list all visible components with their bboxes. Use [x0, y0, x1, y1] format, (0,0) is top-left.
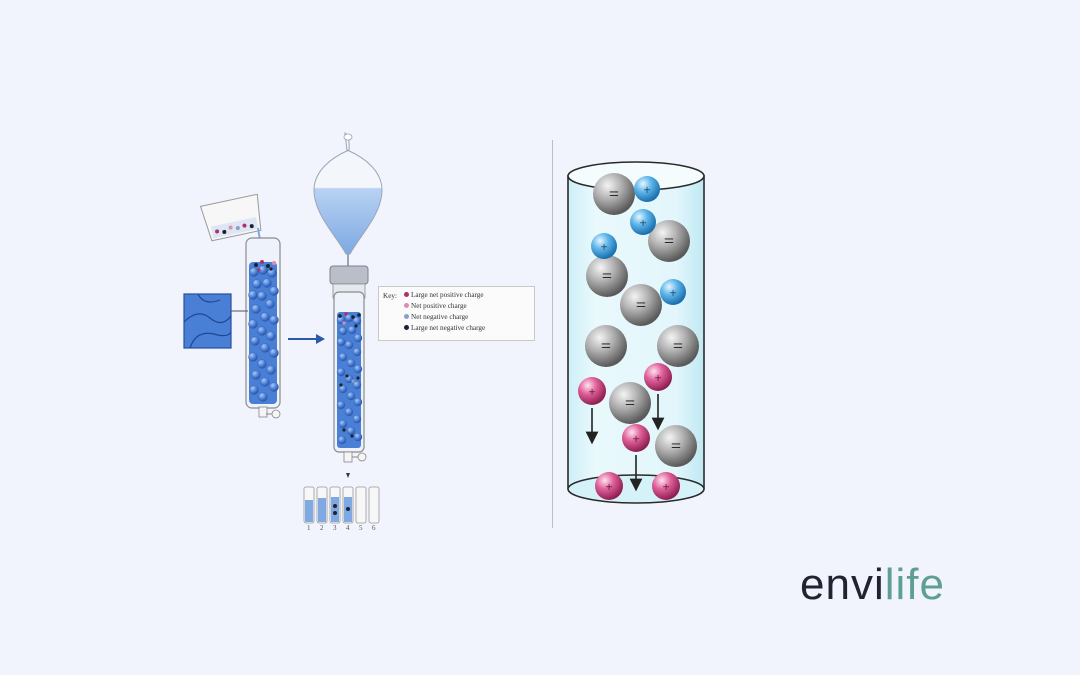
- eluting-positive-particles: + + + + +: [578, 363, 680, 500]
- key-label: Large net negative charge: [411, 324, 486, 332]
- tube-number: 4: [346, 524, 350, 532]
- tube-number: 1: [307, 524, 311, 532]
- key-item-positive: Net positive charge: [404, 301, 467, 311]
- tube-number: 3: [333, 524, 337, 532]
- bound-ion: +: [660, 279, 686, 305]
- logo-text-envi: envi: [800, 560, 885, 609]
- negative-particle: =: [586, 255, 628, 297]
- key-dot-icon: [404, 303, 409, 308]
- fraction-tube-4: [342, 486, 354, 524]
- eluting-ion: +: [644, 363, 672, 391]
- key-label: Net positive charge: [411, 302, 467, 310]
- svg-text:=: =: [671, 436, 681, 456]
- process-arrow: [288, 334, 325, 344]
- svg-text:+: +: [643, 182, 650, 197]
- negative-particle: =: [620, 284, 662, 326]
- eluting-ion: +: [622, 424, 650, 452]
- negative-particle: =: [648, 220, 690, 262]
- key-title: Key:: [383, 292, 397, 300]
- svg-text:+: +: [588, 384, 595, 399]
- negative-particle: =: [593, 173, 635, 215]
- svg-text:+: +: [639, 215, 646, 230]
- elution-column: [329, 265, 369, 478]
- fraction-tube-3: [329, 486, 341, 524]
- fraction-tube-6: [368, 486, 380, 524]
- negative-particles: = = = = = = = =: [585, 173, 699, 467]
- key-label: Net negative charge: [411, 313, 469, 321]
- fraction-tube-2: [316, 486, 328, 524]
- separatory-funnel: [313, 132, 383, 266]
- bound-positive-particles: + + + +: [591, 176, 686, 305]
- bound-ion: +: [630, 209, 656, 235]
- logo-text-life: life: [884, 560, 945, 609]
- svg-text:+: +: [654, 370, 661, 385]
- key-dot-icon: [404, 314, 409, 319]
- eluting-ion: +: [652, 472, 680, 500]
- bound-ion: +: [634, 176, 660, 202]
- key-item-large-positive: Large net positive charge: [404, 290, 484, 300]
- svg-text:+: +: [662, 479, 669, 494]
- flow-arrows: [585, 394, 665, 492]
- negative-particle: =: [609, 382, 651, 424]
- packing-column: [245, 237, 281, 419]
- eluting-ion: +: [595, 472, 623, 500]
- bound-ion: +: [591, 233, 617, 259]
- svg-text:=: =: [673, 336, 683, 356]
- svg-text:+: +: [669, 285, 676, 300]
- key-item-large-negative: Large net negative charge: [404, 323, 486, 333]
- negative-particle: =: [657, 325, 699, 367]
- negative-particle: =: [585, 325, 627, 367]
- fraction-tubes: [303, 486, 380, 524]
- svg-text:+: +: [632, 431, 639, 446]
- charge-key-legend: Key: Large net positive charge Net posit…: [378, 286, 535, 341]
- svg-text:=: =: [609, 184, 619, 204]
- panel-divider: [552, 140, 553, 528]
- pouring-beaker: [199, 193, 262, 242]
- resin-magnified-inset: [183, 293, 232, 349]
- tube-number: 6: [372, 524, 376, 532]
- key-dot-icon: [404, 292, 409, 297]
- svg-text:+: +: [600, 239, 607, 254]
- svg-text:+: +: [605, 479, 612, 494]
- svg-text:=: =: [664, 231, 674, 251]
- key-item-negative: Net negative charge: [404, 312, 469, 322]
- svg-text:=: =: [601, 336, 611, 356]
- negative-particle: =: [655, 425, 697, 467]
- key-dot-icon: [404, 325, 409, 330]
- envilife-logo: envilife: [800, 560, 945, 610]
- eluting-ion: +: [578, 377, 606, 405]
- tube-number: 2: [320, 524, 324, 532]
- svg-text:=: =: [602, 266, 612, 286]
- svg-text:=: =: [636, 295, 646, 315]
- svg-text:=: =: [625, 393, 635, 413]
- tube-number: 5: [359, 524, 363, 532]
- key-label: Large net positive charge: [411, 291, 484, 299]
- fraction-tube-1: [303, 486, 315, 524]
- fraction-tube-5: [355, 486, 367, 524]
